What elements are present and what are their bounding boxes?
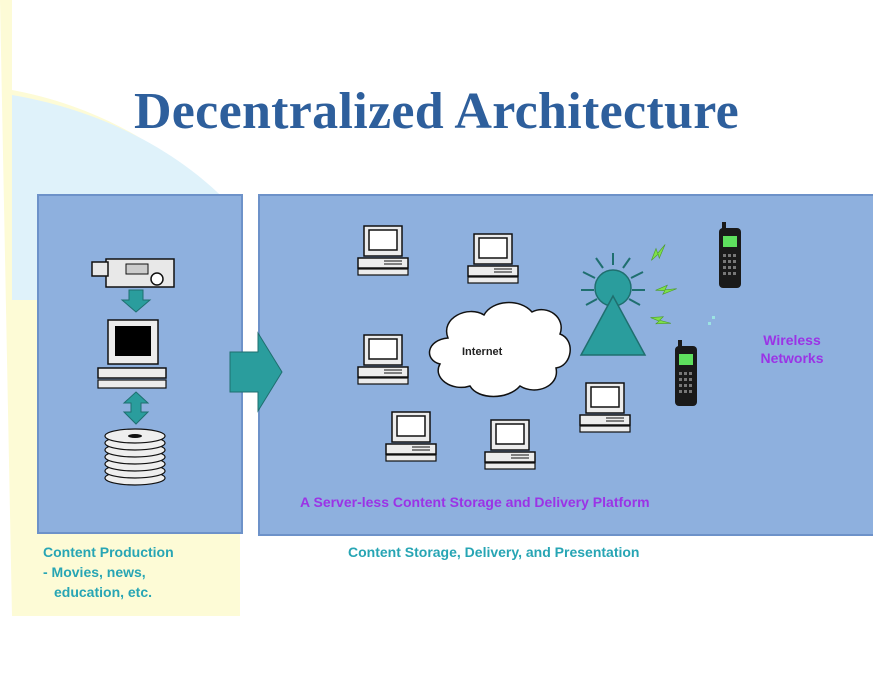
wireless-networks-label: Wireless Networks (737, 331, 847, 367)
arrow-updown-icon (122, 391, 150, 425)
desktop-computer-icon (484, 419, 536, 470)
cloud-icon (428, 301, 571, 398)
page-title: Decentralized Architecture (133, 83, 740, 140)
desktop-computer-icon (357, 225, 409, 276)
arrow-down-icon (120, 289, 152, 313)
antenna-tower-icon (579, 253, 647, 356)
content-storage-caption: Content Storage, Delivery, and Presentat… (348, 544, 640, 560)
desktop-computer-icon (467, 233, 519, 284)
signal-dots (708, 316, 715, 325)
signal-wave-icon (654, 282, 678, 298)
content-production-caption: Content Production (43, 544, 174, 560)
signal-wave-icon (649, 310, 672, 331)
wireless-label-line1: Wireless (763, 332, 821, 348)
wireless-label-line2: Networks (760, 350, 824, 366)
desktop-computer-icon (97, 319, 167, 389)
platform-label: A Server-less Content Storage and Delive… (300, 494, 650, 510)
arrow-right-icon (229, 331, 283, 413)
signal-wave-icon (647, 243, 670, 263)
desktop-computer-icon (385, 411, 437, 462)
mobile-phone-icon (675, 340, 697, 406)
desktop-computer-icon (579, 382, 631, 433)
content-production-detail-1: - Movies, news, (43, 564, 146, 580)
cloud-label: Internet (462, 346, 503, 358)
video-camera-icon (91, 258, 175, 288)
disc-stack-icon (104, 428, 166, 486)
desktop-computer-icon (357, 334, 409, 385)
mobile-phone-icon (719, 222, 741, 288)
content-production-detail-2: education, etc. (54, 584, 153, 600)
content-storage-panel (258, 194, 873, 536)
